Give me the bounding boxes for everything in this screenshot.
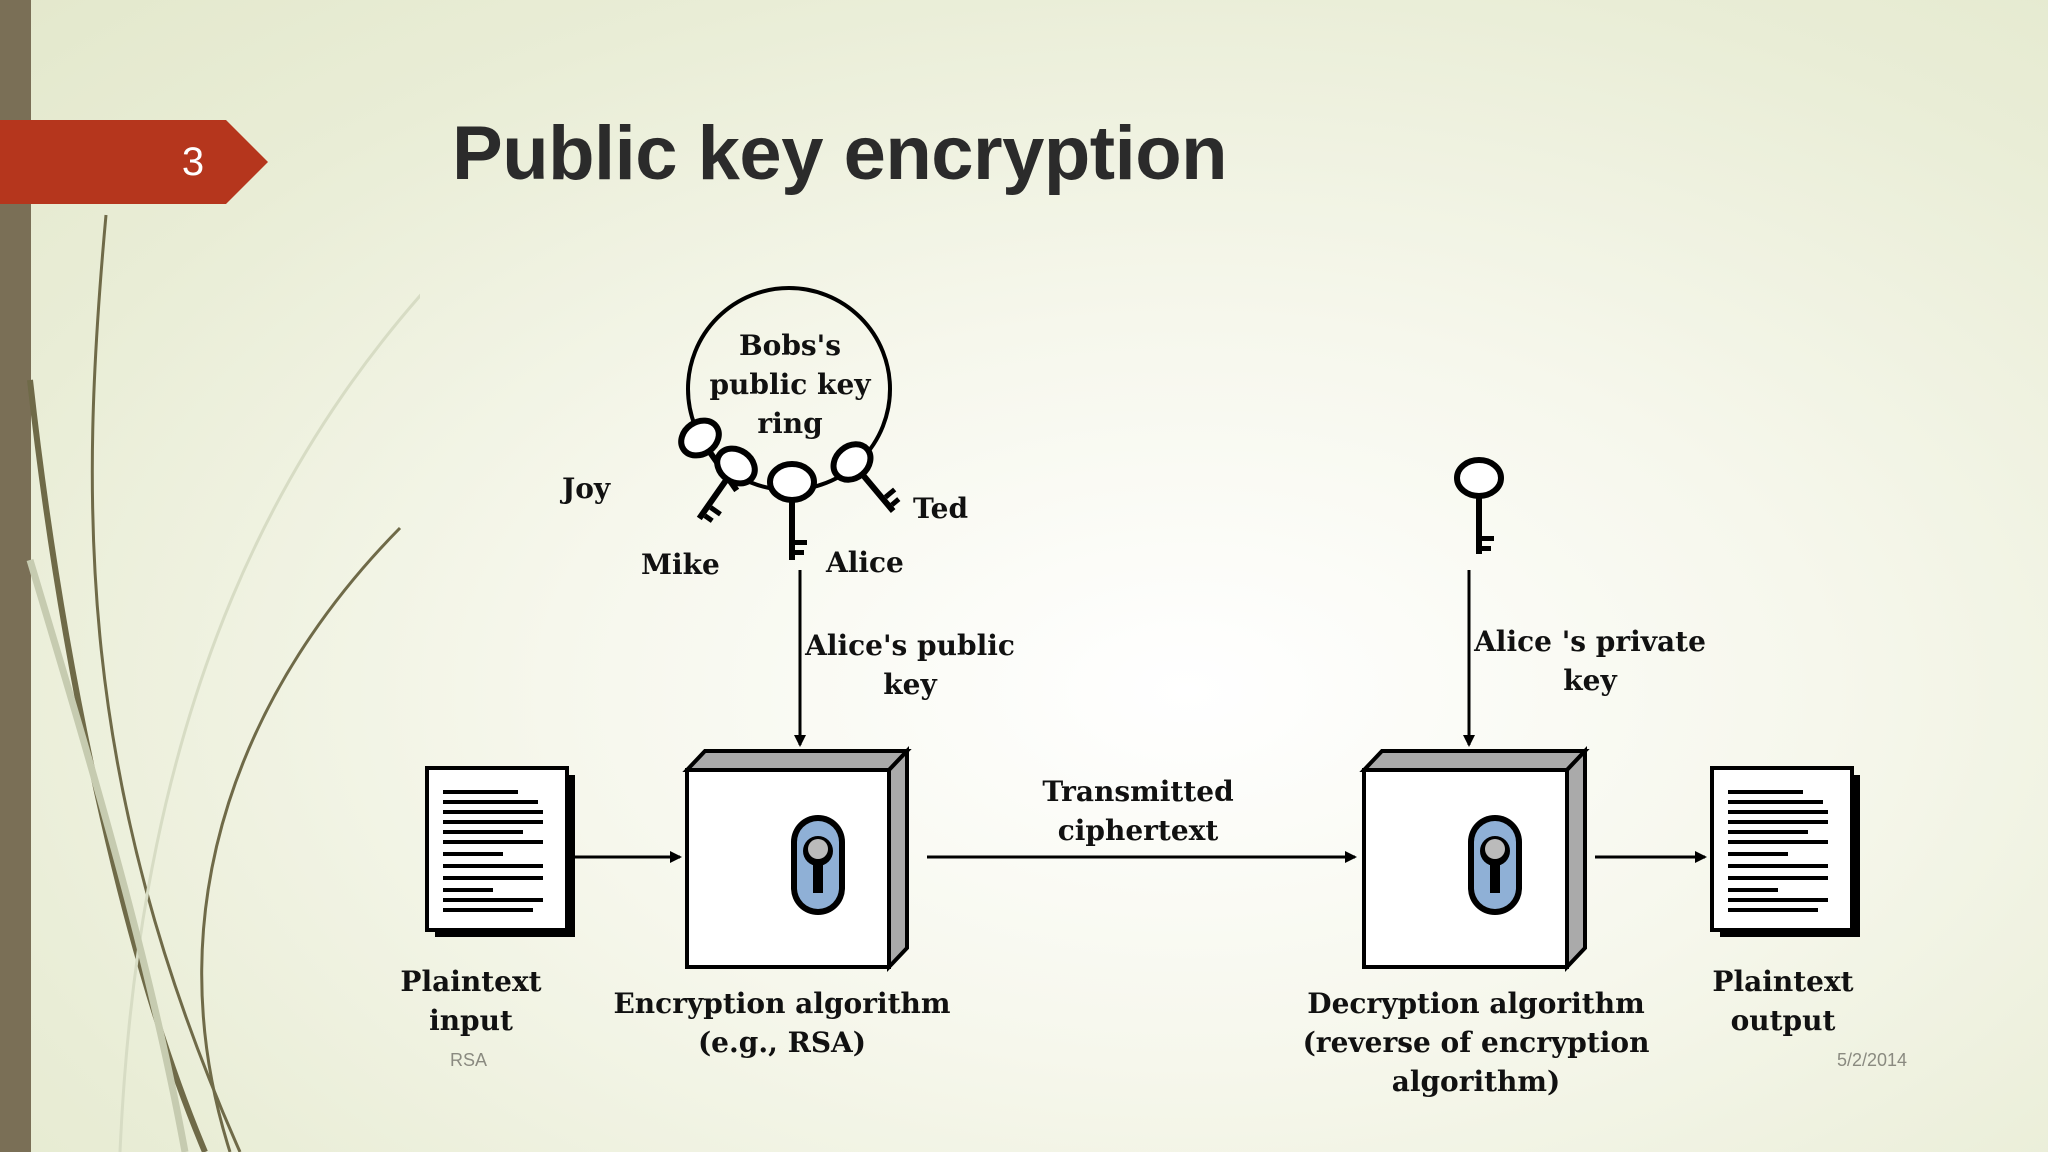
key-icon-alice: [767, 461, 817, 560]
key-icon-ted: [830, 441, 901, 513]
key-label-alice: Alice: [826, 546, 904, 579]
plaintext-input-document: [425, 766, 575, 937]
lock-icon: [791, 815, 845, 915]
decorative-swoosh: [26, 214, 420, 1152]
slide-number-badge: [0, 120, 268, 204]
page-title: Public key encryption: [452, 111, 1228, 196]
decryption-algorithm-label: Decryption algorithm (reverse of encrypt…: [1302, 987, 1650, 1098]
decryption-algorithm-box: [1359, 745, 1590, 973]
key-label-ted: Ted: [913, 492, 969, 525]
encryption-algorithm-box: [682, 745, 912, 973]
plaintext-output-label: Plaintext output: [1712, 965, 1854, 1037]
channel-label: Transmitted ciphertext: [1042, 775, 1234, 847]
key-label-mike: Mike: [641, 548, 720, 581]
private-key-label: Alice 's private key: [1474, 625, 1706, 697]
lock-icon: [1468, 815, 1522, 915]
encryption-algorithm-label: Encryption algorithm (e.g., RSA): [613, 987, 951, 1059]
plaintext-output-document: [1710, 766, 1860, 937]
slide-number: 3: [181, 140, 205, 184]
public-key-label: Alice's public key: [805, 629, 1015, 701]
plaintext-input-label: Plaintext input: [400, 965, 542, 1037]
key-icon-mike: [696, 445, 758, 523]
footer-date: 5/2/2014: [1837, 1050, 1908, 1070]
key-label-joy: Joy: [562, 472, 611, 505]
key-ring-label: Bobs's public key ring: [709, 329, 871, 440]
footer-label: RSA: [450, 1050, 488, 1070]
key-icon-private: [1454, 457, 1504, 554]
